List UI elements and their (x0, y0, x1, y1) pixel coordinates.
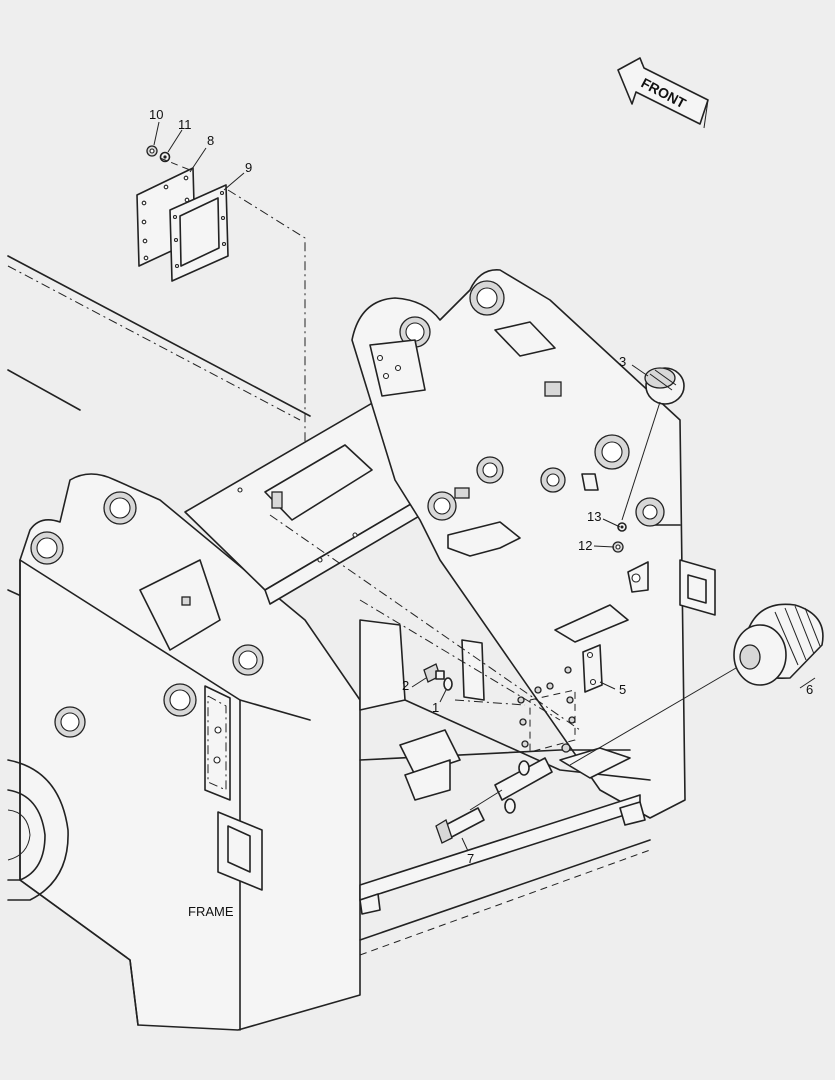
o-ring-1 (443, 677, 453, 691)
callout-6: 6 (806, 682, 813, 697)
frame-label: FRAME (188, 904, 234, 919)
hydraulic-filter-6 (733, 603, 824, 686)
callout-leaders (153, 121, 816, 852)
nut-10 (146, 145, 158, 157)
gasket-9 (169, 184, 229, 282)
tube-fitting-7 (435, 757, 553, 844)
front-direction-arrow: FRONT (617, 57, 709, 129)
bracket-5 (582, 644, 603, 693)
callout-2: 2 (402, 678, 409, 693)
callout-11: 11 (178, 117, 192, 132)
callout-13: 13 (587, 509, 601, 524)
washer-13 (617, 522, 627, 532)
callout-3: 3 (619, 354, 626, 369)
callout-9: 9 (245, 160, 252, 175)
loader-frame (7, 255, 716, 1031)
callout-10: 10 (149, 107, 163, 122)
callout-labels: 10 11 8 9 3 13 12 2 1 5 6 7 FRAME (149, 107, 813, 919)
callout-1: 1 (432, 700, 439, 715)
callout-8: 8 (207, 133, 214, 148)
callout-12: 12 (578, 538, 592, 553)
callout-7: 7 (467, 851, 474, 866)
breather-cap-3 (644, 367, 685, 405)
callout-5: 5 (619, 682, 626, 697)
plug-2 (423, 663, 445, 683)
fitting-12 (612, 541, 624, 553)
